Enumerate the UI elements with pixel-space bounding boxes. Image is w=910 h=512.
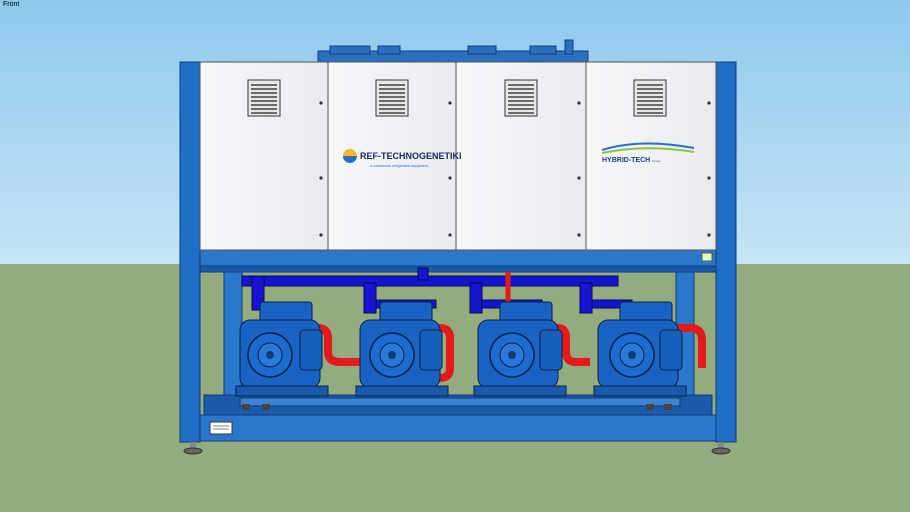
louvre-grille-icon — [247, 79, 667, 117]
brand-secondary-name: HYBRID-TECH — [602, 157, 650, 164]
nameplate — [209, 421, 233, 435]
base-rail — [239, 397, 681, 410]
brand-primary-name: REF-TECHNOGENETIKI — [360, 151, 462, 161]
brand-primary-tagline: a commercial refrigeration equipment — [370, 164, 428, 168]
compressor-4[interactable] — [593, 301, 687, 397]
hybrid-tech-logo: HYBRID-TECH Group — [601, 142, 695, 164]
scene-view-label: Front — [3, 1, 20, 8]
compressor-1[interactable] — [235, 301, 329, 397]
discharge-lines — [290, 272, 706, 382]
leveling-feet — [183, 442, 731, 455]
brand-secondary-suffix: Group — [652, 159, 661, 163]
compressor-3[interactable] — [473, 301, 567, 397]
ground-plane — [0, 264, 910, 512]
roof-fittings — [317, 39, 589, 64]
compressor-2[interactable] — [355, 301, 449, 397]
ref-technogenetiki-logo: REF-TECHNOGENETIKI a commercial refriger… — [343, 149, 462, 168]
certification-sticker — [701, 252, 713, 262]
